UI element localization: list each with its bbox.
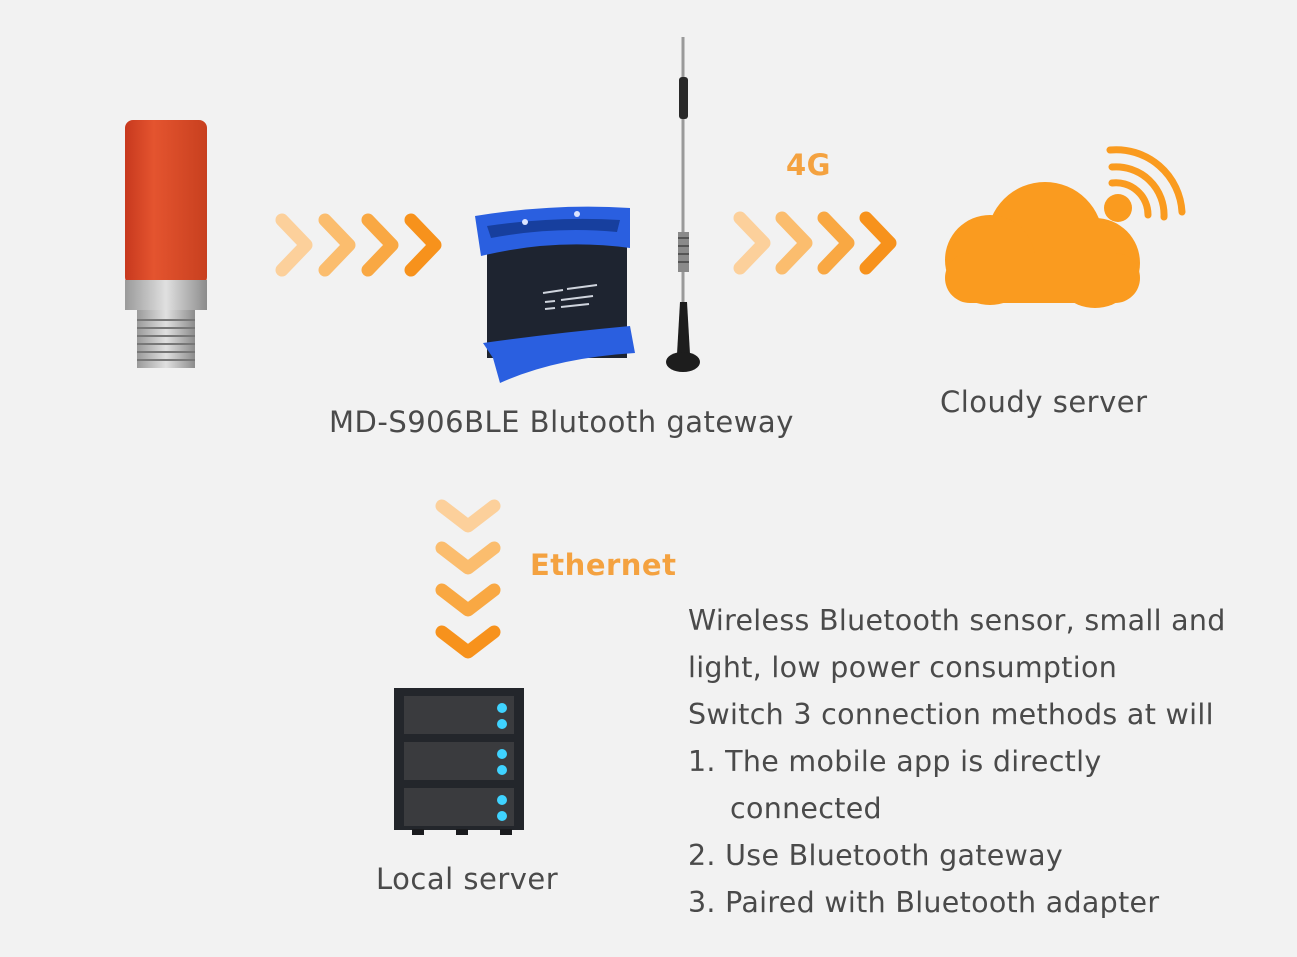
bluetooth-gateway-icon xyxy=(475,206,635,383)
chevron-arrow-right-icon xyxy=(275,213,442,277)
cloud-server-label: Cloudy server xyxy=(940,385,1148,419)
chevron-arrow-down-icon xyxy=(435,499,501,659)
server-unit-3 xyxy=(404,788,514,826)
description-line: connected xyxy=(730,792,882,825)
chevron-arrow-right-icon xyxy=(733,211,897,275)
chevron-3 xyxy=(817,211,855,275)
link-label-ethernet: Ethernet xyxy=(530,548,677,582)
antenna-icon xyxy=(666,37,700,372)
gateway-label: MD-S906BLE Blutooth gateway xyxy=(329,405,794,439)
chevron-2 xyxy=(318,213,356,277)
wifi-arc-3 xyxy=(1106,146,1186,216)
wifi-arc-1 xyxy=(1108,179,1152,219)
chevron-2 xyxy=(775,211,813,275)
chevron-1 xyxy=(435,499,501,533)
server-unit-1 xyxy=(404,696,514,734)
link-label-4g: 4G xyxy=(786,148,831,182)
bluetooth-sensor-icon xyxy=(125,120,207,368)
chevron-4 xyxy=(859,211,897,275)
server-unit-2 xyxy=(404,742,514,780)
local-server-label: Local server xyxy=(376,862,559,896)
description-line: light, low power consumption xyxy=(688,651,1118,684)
chevron-3 xyxy=(361,213,399,277)
description-line: 2. Use Bluetooth gateway xyxy=(688,839,1064,872)
description-line: Switch 3 connection methods at will xyxy=(688,698,1214,731)
description-line: Wireless Bluetooth sensor, small and xyxy=(688,604,1226,637)
chevron-3 xyxy=(435,583,501,617)
chevron-2 xyxy=(435,541,501,575)
description-line: 3. Paired with Bluetooth adapter xyxy=(688,886,1160,919)
cloud-server-icon xyxy=(945,146,1186,308)
chevron-4 xyxy=(435,625,501,659)
feature-description: Wireless Bluetooth sensor, small and lig… xyxy=(688,597,1226,926)
local-server-icon xyxy=(394,688,524,835)
chevron-4 xyxy=(404,213,442,277)
chevron-1 xyxy=(733,211,771,275)
chevron-1 xyxy=(275,213,313,277)
description-line: 1. The mobile app is directly xyxy=(688,745,1102,778)
wifi-arc-2 xyxy=(1108,163,1168,221)
